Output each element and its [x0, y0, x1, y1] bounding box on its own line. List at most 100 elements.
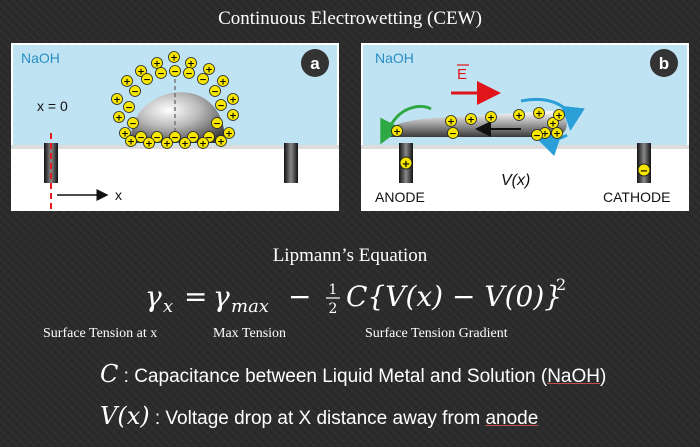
- charge-sign: +: [163, 140, 171, 150]
- positive-charge: [111, 93, 123, 105]
- negative-charge: [169, 131, 181, 143]
- negative-charge: [141, 73, 153, 85]
- charge-layer: +++++++++++++−−−−−−−−−−−−−−−−++++++: [111, 51, 239, 150]
- solution-label: NaOH: [375, 50, 414, 66]
- gamma-max: γ: [213, 280, 230, 313]
- charge-sign: +: [137, 68, 145, 78]
- right-flow-arc-bottom: [535, 133, 568, 157]
- charge-sign: +: [219, 78, 227, 88]
- charge-sign: −: [137, 134, 145, 144]
- charge-sign: +: [487, 114, 495, 124]
- charge-sign: −: [533, 132, 541, 142]
- charge-sign: +: [199, 140, 207, 150]
- right-electrode: [284, 143, 298, 183]
- voltage-description: : Voltage drop at X distance away from: [149, 408, 486, 429]
- voltage-label: V(x): [501, 172, 530, 189]
- charge-sign: −: [185, 70, 193, 80]
- charge-sign: −: [171, 134, 179, 144]
- positive-charge: [215, 135, 227, 147]
- positive-charge: [391, 125, 403, 137]
- negative-charge: [209, 85, 221, 97]
- charge-sign: −: [217, 102, 225, 112]
- panel-b: NaOH b E ++++++++++−− + − ANODE CATHODE …: [361, 43, 689, 211]
- charge-sign: +: [217, 138, 225, 148]
- charge-sign: +: [153, 60, 161, 70]
- capacitance-close: ): [600, 366, 607, 387]
- charge-sign: +: [553, 130, 561, 140]
- capacitance-symbol: C: [100, 360, 119, 388]
- positive-charge: [485, 111, 497, 123]
- anode-label: ANODE: [375, 189, 425, 205]
- positive-charge: [143, 137, 155, 149]
- positive-charge: [533, 107, 545, 119]
- negative-charge: [211, 117, 223, 129]
- solution-label: NaOH: [21, 50, 60, 66]
- negative-charge: [123, 101, 135, 113]
- positive-charge: [121, 75, 133, 87]
- positive-charge: [161, 137, 173, 149]
- negative-charge: [447, 127, 459, 139]
- charge-sign: −: [189, 134, 197, 144]
- charge-sign: +: [541, 130, 549, 140]
- negative-charge: [127, 117, 139, 129]
- panel-b-diagram: NaOH b E ++++++++++−− + − ANODE CATHODE …: [361, 43, 689, 211]
- voltage-symbol: V(x): [100, 402, 150, 430]
- minus-sign: −: [288, 280, 311, 313]
- charge-sign: +: [115, 114, 123, 124]
- charge-sign: +: [121, 130, 129, 140]
- definition-capacitance: C : Capacitance between Liquid Metal and…: [100, 360, 606, 388]
- charge-layer: ++++++++++−−: [391, 107, 565, 142]
- charge-sign: +: [181, 140, 189, 150]
- field-label: E: [457, 66, 467, 83]
- anode-charge-sign: +: [402, 159, 410, 170]
- negative-charge: [151, 131, 163, 143]
- label-max-tension: Max Tension: [213, 326, 287, 341]
- positive-charge: [125, 135, 137, 147]
- positive-charge: [445, 115, 457, 127]
- positive-charge: [217, 75, 229, 87]
- substrate-line: [11, 145, 339, 149]
- right-flow-arc: [520, 98, 585, 131]
- negative-charge: [135, 131, 147, 143]
- panel-badge: [650, 49, 678, 77]
- panel-badge-label: b: [659, 54, 669, 73]
- charge-sign: +: [205, 66, 213, 76]
- positive-charge: [223, 127, 235, 139]
- fraction-denominator: 2: [329, 301, 338, 317]
- gamma-max-subscript: max: [231, 296, 269, 317]
- charge-sign: +: [113, 96, 121, 106]
- negative-charge: [187, 131, 199, 143]
- negative-charge: [129, 85, 141, 97]
- positive-charge: [553, 109, 565, 121]
- charge-sign: +: [229, 112, 237, 122]
- positive-charge: [227, 109, 239, 121]
- panel-a-diagram: NaOH a +++++++++++++−−−−−−−−−−−−−−−−++++…: [11, 43, 339, 211]
- page-title: Continuous Electrowetting (CEW): [218, 8, 482, 29]
- liquid-metal-droplet: [130, 92, 226, 143]
- positive-charge: [179, 137, 191, 149]
- charge-sign: +: [187, 60, 195, 70]
- charge-sign: −: [143, 76, 151, 86]
- lipmann-equation: γ x = γ max − 1 2 C{V(x) − V(0)} 2: [0, 270, 700, 320]
- charge-sign: +: [393, 128, 401, 138]
- charge-sign: −: [199, 76, 207, 86]
- charge-sign: −: [205, 134, 213, 144]
- positive-charge: [551, 127, 563, 139]
- negative-charge: [215, 99, 227, 111]
- equation-svg: γ x = γ max − 1 2 C{V(x) − V(0)} 2: [145, 275, 566, 317]
- fraction-numerator: 1: [329, 282, 338, 298]
- positive-charge: [135, 65, 147, 77]
- charge-sign: −: [125, 104, 133, 114]
- substrate-line: [361, 145, 689, 149]
- charge-sign: −: [211, 88, 219, 98]
- charge-sign: −: [449, 130, 457, 140]
- lipmann-title: Lipmann’s Equation: [272, 245, 428, 266]
- positive-charge: [168, 51, 180, 63]
- negative-charge: [183, 67, 195, 79]
- positive-charge: [203, 63, 215, 75]
- charge-sign: −: [157, 70, 165, 80]
- charge-sign: −: [153, 134, 161, 144]
- capacitance-description: : Capacitance between Liquid Metal and S…: [118, 366, 548, 387]
- definition-voltage: V(x) : Voltage drop at X distance away f…: [100, 402, 538, 430]
- x0-label: x = 0: [37, 98, 68, 114]
